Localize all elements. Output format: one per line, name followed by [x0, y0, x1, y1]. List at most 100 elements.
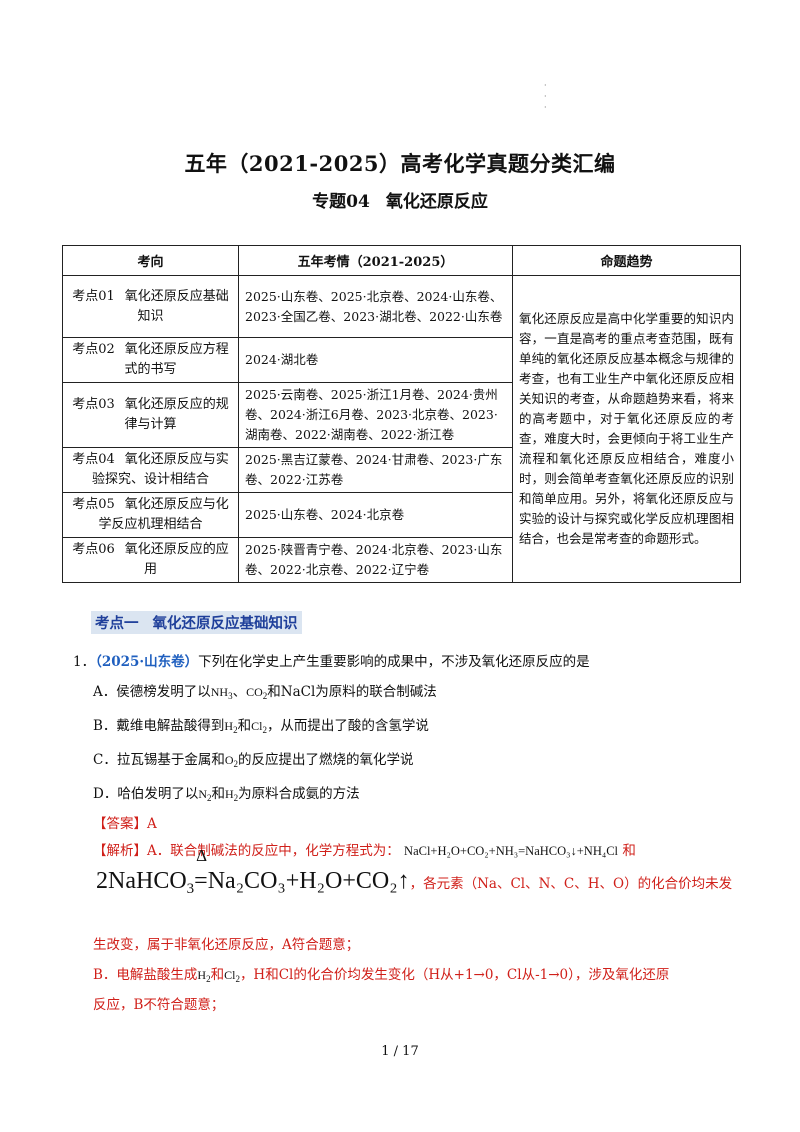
analysis-label: 【解析】 — [93, 843, 147, 859]
formula-nh3: NH3 — [210, 685, 233, 701]
answer-line: 【答案】A — [93, 816, 157, 832]
option-c: C．拉瓦锡基于金属和O2的反应提出了燃烧的氧化学说 — [93, 748, 414, 769]
topic-number: 考点06 — [72, 542, 115, 557]
topic-number: 考点01 — [72, 288, 115, 304]
years-cell: 2025·山东卷、2024·北京卷 — [238, 492, 513, 538]
formula-text: NH — [210, 685, 229, 699]
table-row: 考点01 氧化还原反应基础知识 2025·山东卷、2025·北京卷、2024·山东… — [62, 275, 741, 583]
years-cell: 2025·山东卷、2025·北京卷、2024·山东卷、2023·全国乙卷、202… — [238, 275, 513, 338]
formula-cl2: Cl2 — [224, 968, 240, 984]
formula-sub: 2 — [233, 759, 239, 769]
years-cell: 2024·湖北卷 — [238, 337, 513, 383]
formula-text: O — [224, 753, 234, 767]
topic-number: 考点03 — [72, 397, 115, 412]
table-row: 考点03 氧化还原反应的规律与计算 2025·云南卷、2025·浙江1月卷、202… — [62, 382, 741, 448]
option-d-tail: 为原料合成氨的方法 — [238, 786, 360, 802]
page-number: 1 / 17 — [381, 1044, 419, 1059]
connector: 和 — [211, 786, 226, 802]
question-text: 下列在化学史上产生重要影响的成果中，不涉及氧化还原反应的是 — [198, 654, 590, 670]
topic-name: 氧化还原反应基础知识 — [124, 288, 229, 324]
decorative-dots: ··· — [544, 81, 547, 112]
years-cell: 2025·云南卷、2025·浙江1月卷、2024·贵州卷、2024·浙江6月卷、… — [238, 382, 513, 448]
analysis-a-line: 【解析】A．联合制碱法的反应中，化学方程式为： NaCl+H₂O+CO₂+NH₃… — [93, 839, 636, 859]
formula-sub: 2 — [235, 974, 240, 984]
overview-table: 考向 五年考情（2021-2025） 命题趋势 考点01 氧化还原反应基础知识 2… — [62, 245, 741, 583]
heating-sign: Δ= — [194, 846, 208, 895]
eq2-lhs: 2NaHCO — [96, 868, 187, 894]
connector: 和 — [237, 718, 252, 734]
question-source: （2025·山东卷） — [95, 654, 199, 670]
formula-sub: 2 — [207, 793, 212, 803]
formula-text: CO — [246, 685, 263, 699]
formula-sub: 2 — [262, 691, 268, 701]
equation-connector: 和 — [622, 843, 636, 859]
topic-name: 氧化还原反应与化学反应机理相结合 — [98, 497, 229, 532]
separator: 、 — [232, 684, 247, 700]
table-header-cell: 命题趋势 — [512, 245, 741, 276]
table-row: 考点06 氧化还原反应的应用 2025·陕晋青宁卷、2024·北京卷、2023·山… — [62, 537, 741, 583]
formula-h2: H2 — [225, 787, 239, 803]
formula-sub: 2 — [233, 725, 238, 735]
formula-text: Cl — [224, 968, 236, 982]
years-cell: 2025·黑吉辽蒙卷、2024·甘肃卷、2023·广东卷、2022·江苏卷 — [238, 447, 513, 493]
connector: 和 — [210, 967, 225, 983]
option-a-text: A．侯德榜发明了以 — [93, 684, 211, 700]
topic-name: 氧化还原反应方程式的书写 — [124, 342, 229, 377]
topic-name: 氧化还原反应与实验探究、设计相结合 — [91, 452, 229, 487]
topic-number: 考点05 — [72, 497, 115, 512]
page-title: 五年（2021-2025）高考化学真题分类汇编 — [184, 151, 616, 176]
eq2-lhs-sub: 3 — [186, 881, 195, 897]
option-b-text: B．戴维电解盐酸得到 — [93, 718, 225, 734]
formula-cl2: Cl2 — [251, 719, 267, 735]
option-a: A．侯德榜发明了以NH3、CO2和NaCl为原料的联合制碱法 — [93, 680, 437, 701]
table-header-cell: 五年考情（2021-2025） — [238, 245, 513, 276]
topic-name: 氧化还原反应的应用 — [124, 542, 229, 577]
analysis-b-tail: ，H和Cl的化合价均发生变化（H从+1→0，Cl从-1→0），涉及氧化还原 — [239, 967, 670, 983]
option-a-tail: 和NaCl为原料的联合制碱法 — [267, 684, 437, 700]
formula-sub: 2 — [262, 725, 267, 735]
option-c-text: C．拉瓦锡基于金属和 — [93, 752, 225, 768]
table-header-cell: 考向 — [62, 245, 239, 276]
topic-cell: 考点03 氧化还原反应的规律与计算 — [62, 382, 239, 448]
formula-o2: O2 — [224, 753, 239, 769]
option-c-tail: 的反应提出了燃烧的氧化学说 — [238, 752, 414, 768]
formula-sub: 2 — [233, 793, 239, 803]
analysis-b-line: B．电解盐酸生成H2和Cl2，H和Cl的化合价均发生变化（H从+1→0，Cl从-… — [93, 963, 669, 984]
option-d: D．哈伯发明了以N2和H2为原料合成氨的方法 — [93, 782, 360, 803]
analysis-b-line2: 反应，B不符合题意； — [93, 997, 225, 1013]
section-label: 考点一 — [95, 615, 139, 632]
question-stem: 1．（2025·山东卷）下列在化学史上产生重要影响的成果中，不涉及氧化还原反应的… — [73, 650, 590, 670]
analysis-a-line2: 生改变，属于非氧化还原反应，A符合题意； — [93, 937, 360, 953]
formula-text: H — [225, 787, 234, 801]
formula-h2: H2 — [224, 719, 238, 735]
formula-sub: 2 — [206, 974, 211, 984]
table-header-row: 考向 五年考情（2021-2025） 命题趋势 — [62, 245, 741, 276]
formula-n2: N2 — [198, 787, 212, 803]
topic-name: 氧化还原反应的规律与计算 — [124, 397, 229, 432]
subtitle-topic: 专题04 — [312, 192, 370, 212]
eq2-sign: = — [194, 868, 208, 894]
years-cell: 2025·陕晋青宁卷、2024·北京卷、2023·山东卷、2022·北京卷、20… — [238, 537, 513, 583]
formula-sub: 3 — [228, 691, 233, 701]
eq2-rhs: Na₂CO₃+H₂O+CO₂↑ — [207, 868, 410, 894]
formula-text: H — [197, 968, 207, 982]
option-d-text: D．哈伯发明了以 — [93, 786, 199, 802]
equation-1: NaCl+H₂O+CO₂+NH₃=NaHCO₃↓+NH₄Cl — [404, 844, 619, 858]
formula-h2: H2 — [197, 968, 211, 984]
analysis-b-text: B．电解盐酸生成 — [93, 967, 198, 983]
question-number: 1． — [73, 654, 96, 670]
topic-cell: 考点01 氧化还原反应基础知识 — [62, 275, 239, 338]
formula-text: H — [224, 719, 234, 733]
formula-co2: CO2 — [246, 685, 268, 701]
formula-text: N — [198, 787, 207, 801]
option-b: B．戴维电解盐酸得到H2和Cl2，从而提出了酸的含氢学说 — [93, 714, 429, 735]
analysis-a-tail: ，各元素（Na、Cl、N、C、H、O）的化合价均未发 — [409, 876, 733, 892]
option-b-tail: ，从而提出了酸的含氢学说 — [266, 718, 429, 734]
topic-number: 考点04 — [72, 452, 115, 467]
